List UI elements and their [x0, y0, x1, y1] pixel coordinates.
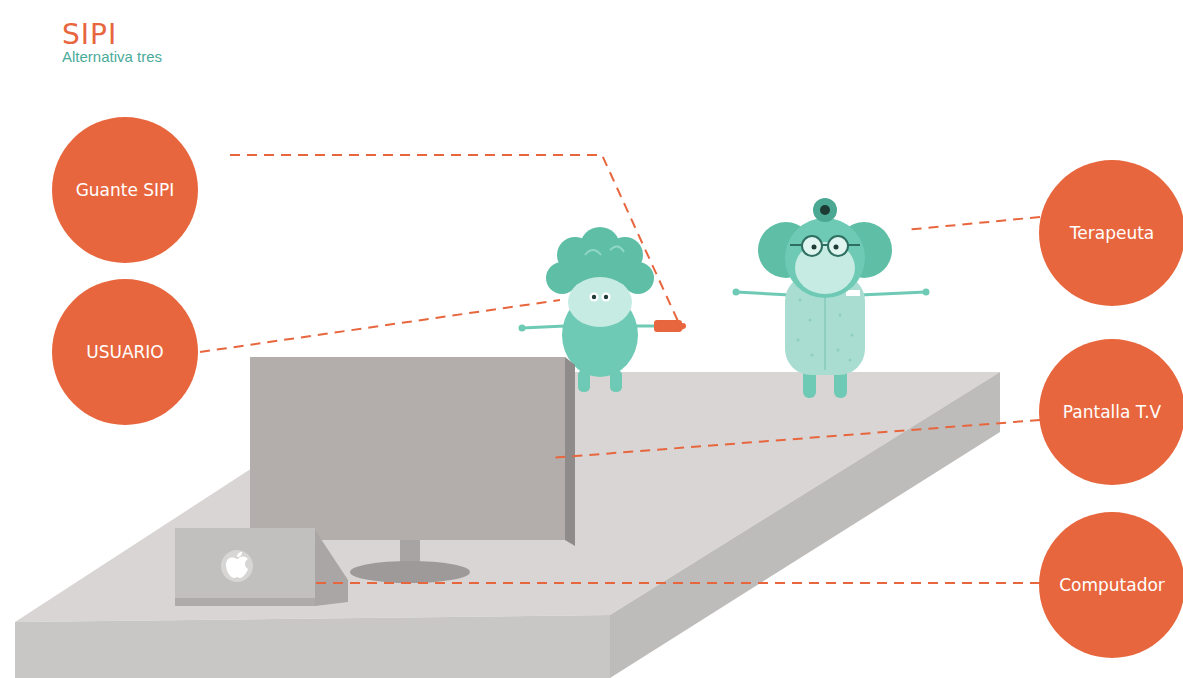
leg	[578, 370, 590, 392]
eye	[590, 293, 599, 302]
node-text: USUARIO	[86, 341, 164, 364]
callout-circle: Terapeuta	[1039, 160, 1183, 306]
glove	[654, 320, 682, 332]
hand	[923, 289, 930, 296]
node-text: Terapeuta	[1070, 222, 1154, 245]
tv-base	[350, 561, 470, 583]
leader-lines	[200, 155, 1040, 583]
callout-circle: Computador	[1039, 512, 1183, 658]
callout-circle: USUARIO	[52, 279, 198, 425]
tv-edge	[565, 357, 575, 546]
face	[568, 277, 632, 327]
node-text: Pantalla T.V	[1063, 401, 1161, 424]
apple-logo	[226, 552, 248, 578]
pupil	[592, 295, 596, 299]
pupil	[604, 295, 608, 299]
head	[785, 218, 865, 298]
laptop	[175, 528, 348, 606]
leader-line	[550, 420, 1040, 458]
node-text: Computador	[1059, 574, 1165, 597]
glasses	[828, 236, 848, 256]
laptop-base	[175, 598, 315, 606]
tv-panel	[250, 357, 565, 540]
table-front	[15, 615, 610, 678]
diagram-title: SIPI	[62, 18, 117, 51]
pupil	[834, 245, 839, 250]
pupil	[812, 245, 817, 250]
subtitle-label: Alternativa tres	[62, 48, 162, 65]
therapist-character	[733, 198, 930, 398]
logo-glow	[221, 550, 253, 582]
callout-circle: Pantalla T.V	[1039, 339, 1183, 485]
arm	[736, 292, 790, 295]
leader-line	[312, 582, 1040, 584]
hair-curl	[585, 246, 624, 255]
arm	[860, 292, 926, 295]
glasses	[802, 236, 822, 256]
table-side	[610, 372, 1000, 678]
coat-seam	[824, 290, 826, 370]
name-badge	[846, 290, 860, 296]
hand	[519, 325, 526, 332]
eye	[602, 293, 611, 302]
leg	[610, 370, 622, 392]
callout-circle: Guante SIPI	[52, 117, 198, 263]
leader-line	[230, 155, 682, 330]
head-mirror	[813, 198, 837, 222]
coat-dots	[797, 299, 854, 362]
glasses-band	[790, 244, 860, 246]
hand	[733, 289, 740, 296]
laptop-lid	[175, 528, 315, 606]
node-text: Guante SIPI	[76, 179, 175, 202]
arm	[522, 326, 565, 328]
laptop-edge	[315, 530, 348, 606]
leader-line	[905, 217, 1040, 230]
leader-line	[200, 300, 560, 352]
head-mirror-center	[820, 205, 830, 215]
